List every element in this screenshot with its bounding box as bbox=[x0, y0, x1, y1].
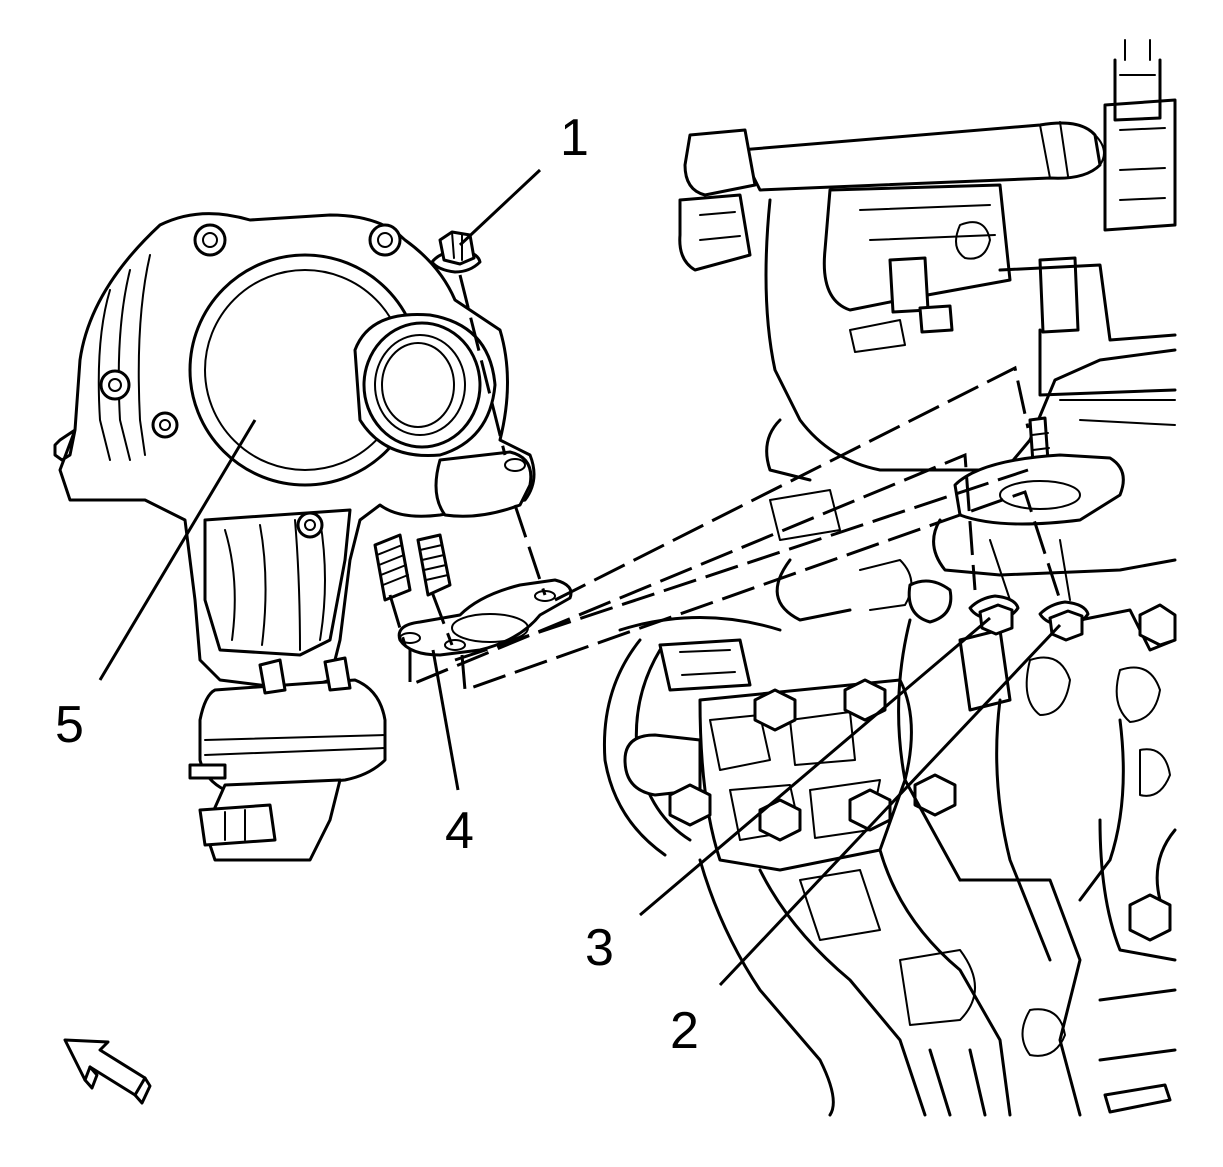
nut-2 bbox=[1038, 600, 1090, 642]
leader-lines bbox=[98, 168, 1062, 987]
callout-5: 5 bbox=[55, 696, 84, 754]
engine-block bbox=[602, 39, 1177, 1117]
callout-3: 3 bbox=[585, 919, 614, 977]
callout-1: 1 bbox=[560, 109, 589, 167]
arrow-icon bbox=[63, 1038, 152, 1105]
callout-4: 4 bbox=[445, 802, 474, 860]
alignment-lines bbox=[388, 274, 1062, 693]
nut-1 bbox=[430, 230, 482, 274]
nut-3 bbox=[968, 594, 1020, 636]
assembly-5 bbox=[53, 212, 536, 862]
callout-2: 2 bbox=[670, 1002, 699, 1060]
